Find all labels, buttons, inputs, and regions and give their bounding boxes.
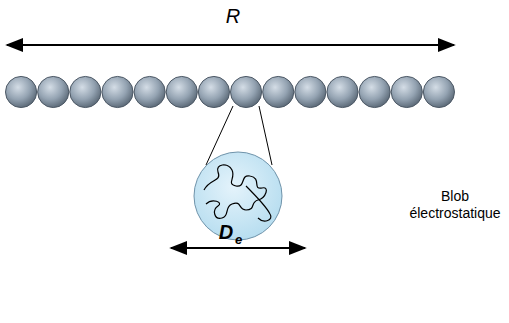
length-symbol: R — [226, 4, 240, 28]
bead — [198, 76, 229, 107]
chain-squiggle — [204, 165, 266, 218]
bead — [231, 76, 262, 107]
bead — [359, 76, 390, 107]
blob-circle — [194, 152, 282, 240]
bead — [327, 76, 358, 107]
length-arrow — [7, 44, 454, 46]
diameter-arrow — [171, 247, 305, 249]
zoom-line — [259, 106, 272, 165]
bead — [38, 76, 69, 107]
bead — [6, 76, 37, 107]
blob-label: Blob électrostatique — [405, 188, 505, 222]
bead — [70, 76, 101, 107]
subscript: e — [235, 232, 242, 248]
bead — [391, 76, 422, 107]
bead — [295, 76, 326, 107]
bead — [263, 76, 294, 107]
bead — [423, 76, 454, 107]
bead — [166, 76, 197, 107]
bead — [102, 76, 133, 107]
diameter-symbol: D — [219, 220, 233, 244]
bead — [134, 76, 165, 107]
bead-chain — [6, 76, 455, 107]
chain-squiggle — [246, 186, 271, 221]
